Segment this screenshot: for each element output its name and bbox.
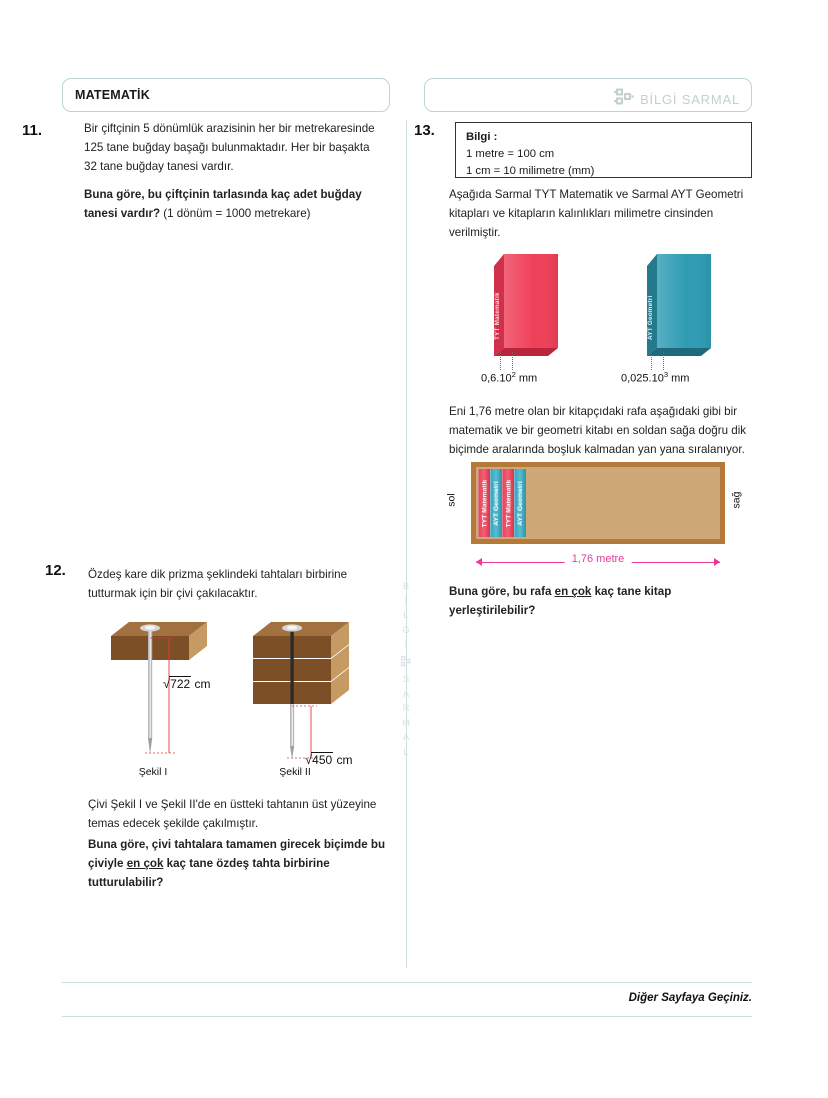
- question-number-12: 12.: [45, 562, 66, 579]
- shelf-book: TYT Matematik: [502, 469, 514, 537]
- thickness-tick-right-tyt: [512, 352, 513, 370]
- question-13-statement-1: Aşağıda Sarmal TYT Matematik ve Sarmal A…: [449, 188, 744, 239]
- figure-sekil-1: [103, 614, 215, 764]
- arrow-right-icon: [714, 558, 720, 566]
- book-thickness-label-tyt: 0,6.102 mm: [481, 370, 537, 385]
- question-number-13: 13.: [414, 122, 435, 139]
- thickness-exponent-tyt: 2: [511, 370, 516, 379]
- shelf-book: AYT Geometri: [514, 469, 526, 537]
- watermark-letter: B: [402, 581, 410, 592]
- thickness-unit-tyt: mm: [515, 372, 538, 385]
- watermark-letter: A: [402, 732, 410, 743]
- book-thickness-label-ayt: 0,025.103 mm: [621, 370, 689, 385]
- watermark-letter: L: [403, 610, 409, 621]
- bookshelf-diagram: TYT Matematik AYT Geometri TYT Matematik…: [471, 462, 725, 544]
- question-11-prompt-bold: Buna göre, bu çiftçinin tarlasında kaç a…: [84, 188, 362, 220]
- question-11-prompt-note: (1 dönüm = 1000 metrekare): [160, 206, 311, 220]
- svg-text:AYT Geometri: AYT Geometri: [647, 296, 654, 340]
- thickness-tick-right-ayt: [663, 352, 664, 370]
- brand-header-box: BİLGİ SARMAL: [424, 78, 752, 112]
- next-page-notice: Diğer Sayfaya Geçiniz.: [628, 992, 752, 1004]
- brand-lockup: BİLGİ SARMAL: [613, 87, 740, 112]
- question-13-prompt: Buna göre, bu rafa en çok kaç tane kitap…: [449, 583, 749, 621]
- page-title: MATEMATİK: [75, 88, 150, 102]
- bilgi-sarmal-b-logo-icon: [613, 87, 635, 112]
- shelf-right-label: sağ: [730, 491, 743, 509]
- watermark-letter: A: [402, 688, 410, 700]
- radicand-sekil-1: 722: [169, 676, 192, 691]
- shelf-book-label: TYT Matematik: [505, 479, 512, 527]
- info-box-line-1: 1 metre = 100 cm: [466, 148, 555, 161]
- info-box: Bilgi : 1 metre = 100 cm 1 cm = 10 milim…: [455, 122, 752, 178]
- question-12-prompt-part1: Buna göre, çivi tahtalara tamamen girece…: [88, 838, 386, 870]
- thickness-unit-ayt: mm: [668, 372, 690, 385]
- footer-divider-bottom: [62, 1016, 752, 1017]
- question-13-prompt-part2: kaç tane kitap yerleştirilebilir?: [449, 585, 672, 617]
- question-13-prompt-part1: Buna göre, bu rafa: [449, 585, 555, 598]
- shelf-book: TYT Matematik: [478, 469, 490, 537]
- info-box-title: Bilgi :: [466, 131, 498, 143]
- radicand-sekil-2: 450: [311, 752, 334, 767]
- question-12-statement: Özdeş kare dik prizma şeklindeki tahtala…: [88, 568, 348, 600]
- thickness-mantissa-ayt: 0,025.10: [621, 372, 664, 385]
- watermark-letter: İ: [404, 595, 408, 607]
- book-ayt-geometri: AYT Geometri: [645, 252, 717, 369]
- figure-caption-sekil-1: Şekil I: [138, 766, 168, 778]
- figure-sekil-2: [245, 614, 357, 764]
- unit-sekil-1: cm: [194, 677, 211, 691]
- shelf-book-label: AYT Geometri: [517, 480, 524, 526]
- shelf-left-label: sol: [445, 493, 458, 507]
- measurement-label-sekil-2: √450 cm: [305, 752, 353, 767]
- watermark-letter: G: [402, 624, 410, 636]
- unit-sekil-2: cm: [336, 753, 353, 767]
- question-11-prompt: Buna göre, bu çiftçinin tarlasında kaç a…: [84, 186, 384, 224]
- arrow-left-icon: [476, 558, 482, 566]
- watermark-letter: İ: [404, 639, 408, 650]
- question-12-prompt-part2: kaç tane özdeş tahta birbirine tutturula…: [88, 856, 330, 889]
- question-12-statement-2: Çivi Şekil I ve Şekil II'de en üstteki t…: [88, 798, 377, 830]
- svg-text:TYT Matematik: TYT Matematik: [494, 292, 501, 340]
- figure-caption-sekil-2: Şekil II: [279, 766, 311, 778]
- subject-header-box: MATEMATİK: [62, 78, 390, 112]
- question-13-prompt-emphasis: en çok: [554, 585, 592, 598]
- shelf-width-label: 1,76 metre: [564, 553, 632, 565]
- column-divider: [406, 120, 407, 968]
- vertical-brand-watermark: B İ L G İ S A R M A L: [392, 582, 420, 757]
- shelf-width-dimension: 1,76 metre: [476, 553, 720, 568]
- brand-name: BİLGİ SARMAL: [640, 92, 740, 107]
- measurement-label-sekil-1: √722 cm: [163, 676, 211, 691]
- bookshelf-interior: TYT Matematik AYT Geometri TYT Matematik…: [476, 467, 720, 539]
- watermark-letter: L: [403, 746, 409, 758]
- footer-divider-top: [62, 982, 752, 983]
- thickness-tick-left-ayt: [651, 352, 652, 370]
- watermark-letter: M: [402, 717, 410, 729]
- shelf-book-label: AYT Geometri: [493, 480, 500, 526]
- thickness-mantissa-tyt: 0,6.10: [481, 372, 512, 385]
- question-13-statement-2: Eni 1,76 metre olan bir kitapçıdaki rafa…: [449, 405, 747, 456]
- book-tyt-matematik: TYT Matematik: [492, 252, 564, 369]
- info-box-line-2: 1 cm = 10 milimetre (mm): [466, 165, 595, 178]
- thickness-tick-left-tyt: [500, 352, 501, 370]
- thickness-exponent-ayt: 3: [663, 370, 669, 379]
- question-12-prompt-emphasis: en çok: [126, 856, 164, 870]
- watermark-logo-icon: [399, 655, 413, 671]
- question-12-prompt: Buna göre, çivi tahtalara tamamen girece…: [88, 836, 388, 892]
- shelf-book: AYT Geometri: [490, 469, 502, 537]
- watermark-letter: R: [402, 703, 410, 714]
- watermark-letter: S: [402, 674, 410, 685]
- question-number-11: 11.: [22, 122, 43, 139]
- shelf-book-label: TYT Matematik: [481, 479, 488, 527]
- question-11-statement: Bir çiftçinin 5 dönümlük arazisinin her …: [84, 122, 375, 173]
